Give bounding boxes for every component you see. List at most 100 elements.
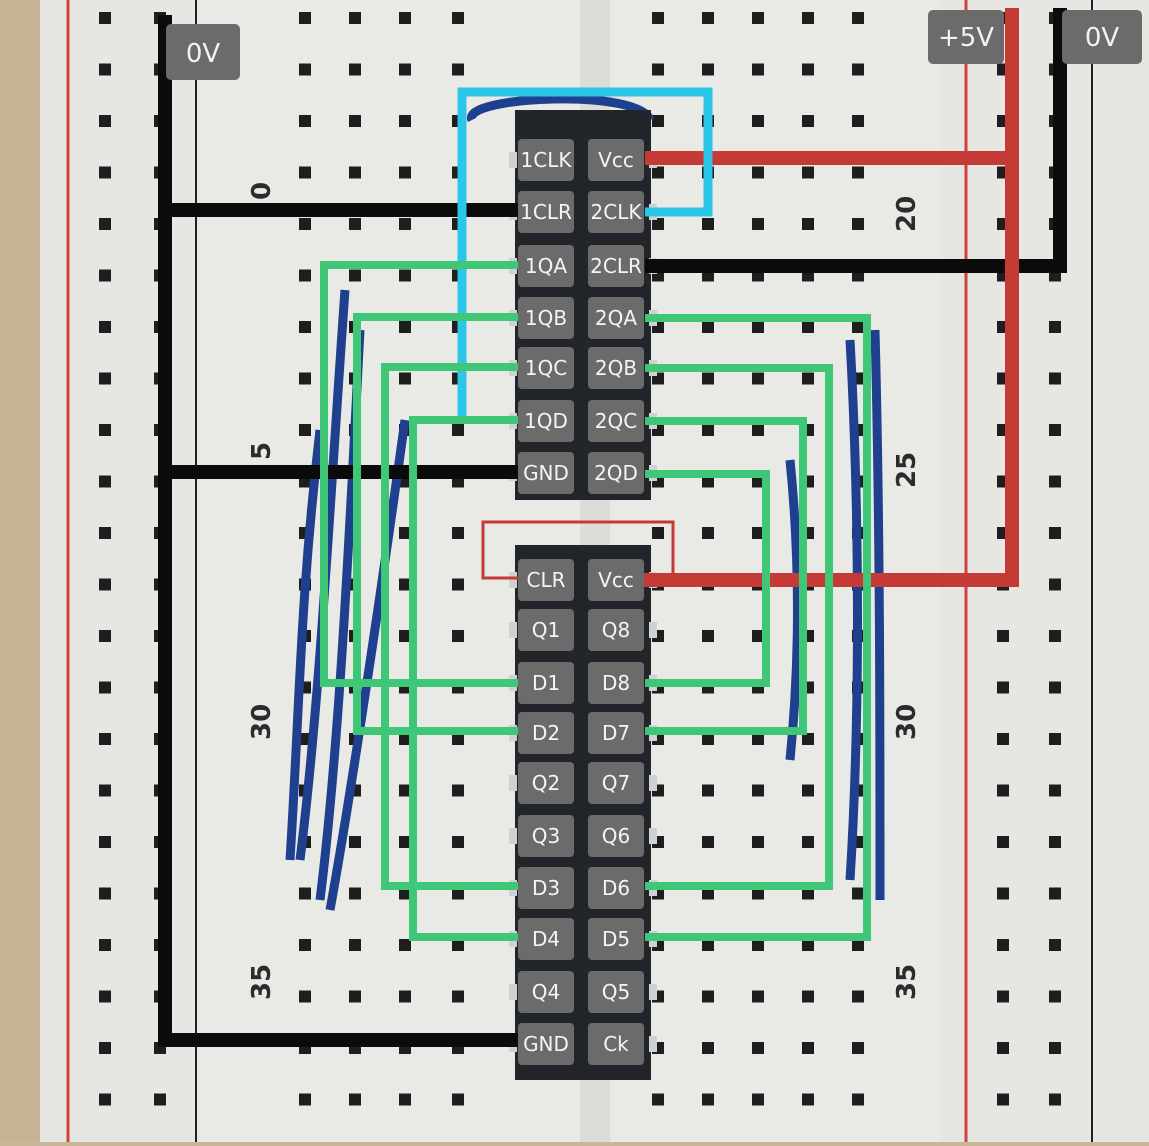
pin-label-box [588, 347, 644, 389]
breadboard-hole [802, 218, 814, 230]
breadboard-hole [802, 990, 814, 1003]
breadboard-hole [99, 578, 111, 591]
power-wire-clr-tie [481, 520, 675, 580]
pin-label-bottom-right-0: Vcc [598, 568, 634, 592]
breadboard-hole [802, 63, 814, 76]
chip-leg [509, 572, 517, 588]
breadboard-hole [702, 887, 714, 900]
breadboard-hole [652, 527, 664, 539]
breadboard-hole [99, 166, 111, 179]
breadboard-hole [299, 218, 311, 230]
chip-leg [509, 152, 517, 168]
ground-wire-2clr [645, 8, 1067, 273]
breadboard-hole [702, 990, 714, 1003]
pin-label-bottom-right-4: Q7 [602, 771, 630, 795]
breadboard-hole [99, 681, 111, 694]
pin-label-bottom-right-7: D5 [602, 927, 630, 951]
breadboard-hole [299, 12, 311, 24]
breadboard-hole [852, 1093, 864, 1106]
breadboard-hole [99, 1042, 111, 1054]
breadboard-hole [99, 321, 111, 333]
left-power-rail-strip [40, 0, 200, 1142]
breadboard-hole [852, 218, 864, 230]
data-wire-1qb-d2 [353, 313, 520, 735]
breadboard-hole [997, 1093, 1009, 1106]
breadboard-hole [752, 527, 764, 539]
rail-label-right-5v: +5V [938, 23, 994, 53]
breadboard-hole [802, 115, 814, 127]
breadboard-hole [997, 887, 1009, 900]
breadboard-hole [802, 1093, 814, 1106]
breadboard-hole [299, 115, 311, 127]
pin-label-top-right-0: Vcc [598, 148, 634, 172]
breadboard-hole [702, 527, 714, 539]
pin-label-box [518, 347, 574, 389]
data-wire-1qd-d4 [409, 416, 530, 941]
breadboard-hole [452, 836, 464, 848]
pin-label-box [518, 712, 574, 754]
breadboard-hole [399, 218, 411, 230]
pin-label-bottom-left-3: D2 [532, 721, 560, 745]
pin-label-top-left-0: 1CLK [521, 148, 573, 172]
breadboard-hole [852, 990, 864, 1003]
breadboard-hole [399, 784, 411, 797]
pin-label-box [588, 662, 644, 704]
pin-label-box [588, 918, 644, 960]
chip-leg [649, 1036, 657, 1052]
pin-label-top-left-1: 1CLR [520, 200, 572, 224]
breadboard-hole [852, 321, 864, 333]
breadboard-hole [652, 218, 664, 230]
breadboard-hole [702, 1093, 714, 1106]
breadboard-hole [852, 12, 864, 24]
breadboard-hole [452, 1093, 464, 1106]
breadboard-hole [99, 733, 111, 745]
pin-label-box [518, 1023, 574, 1065]
pin-label-top-left-4: 1QC [525, 356, 567, 380]
breadboard-hole [349, 218, 361, 230]
ground-wire-left-rail [158, 15, 520, 1047]
breadboard-hole [299, 424, 311, 436]
breadboard-hole [452, 527, 464, 539]
breadboard-hole [349, 12, 361, 24]
breadboard-hole [1049, 1042, 1061, 1054]
breadboard-hole [399, 321, 411, 333]
breadboard-hole [452, 63, 464, 76]
pin-label-bottom-left-2: D1 [532, 671, 560, 695]
wiring-overlay [158, 8, 1067, 1047]
pin-label-box [518, 867, 574, 909]
pin-label-top-left-6: GND [523, 461, 569, 485]
pin-label-bottom-left-6: D3 [532, 876, 560, 900]
rail-label-right-0v: 0V [1085, 23, 1120, 53]
breadboard-hole [702, 475, 714, 488]
pin-label-box [518, 815, 574, 857]
breadboard-hole [702, 63, 714, 76]
breadboard-hole [349, 990, 361, 1003]
row-number-right-30: 30 [892, 704, 922, 740]
breadboard-hole [452, 424, 464, 436]
rail-label-box-right-5v [928, 10, 1004, 64]
breadboard-hole [702, 939, 714, 951]
breadboard-hole [752, 115, 764, 127]
breadboard-hole [99, 887, 111, 900]
blue-jumper-wire [785, 459, 802, 761]
breadboard-hole [852, 166, 864, 179]
row-number-right-25: 25 [892, 452, 922, 488]
pin-label-box [518, 609, 574, 651]
breadboard-hole [752, 630, 764, 642]
pin-label-box [518, 559, 574, 601]
pin-label-bottom-right-1: Q8 [602, 618, 630, 642]
breadboard-hole [452, 990, 464, 1003]
breadboard-hole [299, 887, 311, 900]
pin-label-top-left-3: 1QB [525, 306, 567, 330]
pin-label-box [588, 609, 644, 651]
pin-label-box [588, 139, 644, 181]
breadboard-hole [399, 630, 411, 642]
blue-jumper-wire [845, 339, 862, 881]
breadboard-hole [752, 1042, 764, 1054]
pin-label-bottom-left-0: CLR [526, 568, 565, 592]
breadboard-hole [99, 269, 111, 282]
breadboard-hole [752, 733, 764, 745]
breadboard-hole [299, 1093, 311, 1106]
breadboard-hole [852, 887, 864, 900]
breadboard-hole [452, 733, 464, 745]
